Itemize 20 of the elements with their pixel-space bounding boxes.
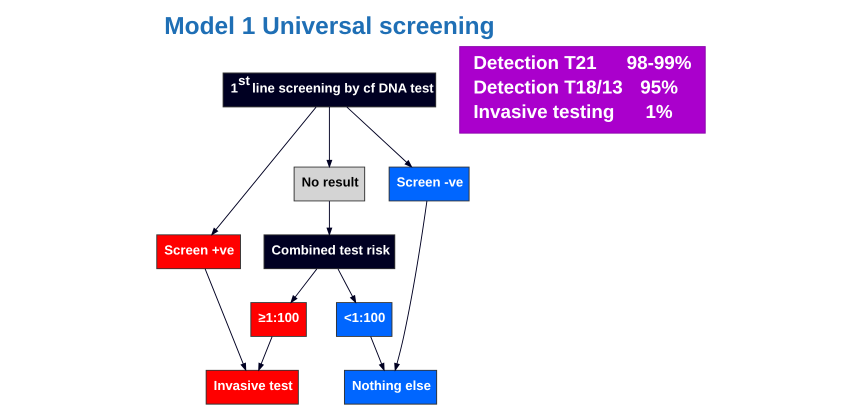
arrow: [338, 268, 356, 304]
node-box: <1:100: [336, 302, 392, 337]
node-box: Detection T21 98-99% Detection T18/13 95% Invasive testing 1%: [459, 46, 706, 134]
arrow: [326, 106, 332, 168]
node-box: No result: [294, 166, 366, 202]
arrow: [370, 336, 385, 372]
arrow: [210, 106, 317, 236]
node-box: Screen -ve: [388, 166, 470, 202]
arrow: [346, 106, 413, 168]
diagram-title: Model 1 Universal screening: [164, 13, 495, 40]
arrow: [394, 200, 428, 372]
node-box: Invasive test: [206, 370, 299, 405]
node-box: Combined test risk: [264, 234, 396, 270]
node-box: Nothing else: [344, 370, 438, 405]
node-box: Screen +ve: [156, 234, 241, 270]
arrow: [290, 268, 318, 304]
arrow: [258, 336, 273, 372]
arrow: [204, 268, 246, 372]
node-box: ≥1:100: [250, 302, 307, 337]
arrow: [326, 200, 332, 236]
